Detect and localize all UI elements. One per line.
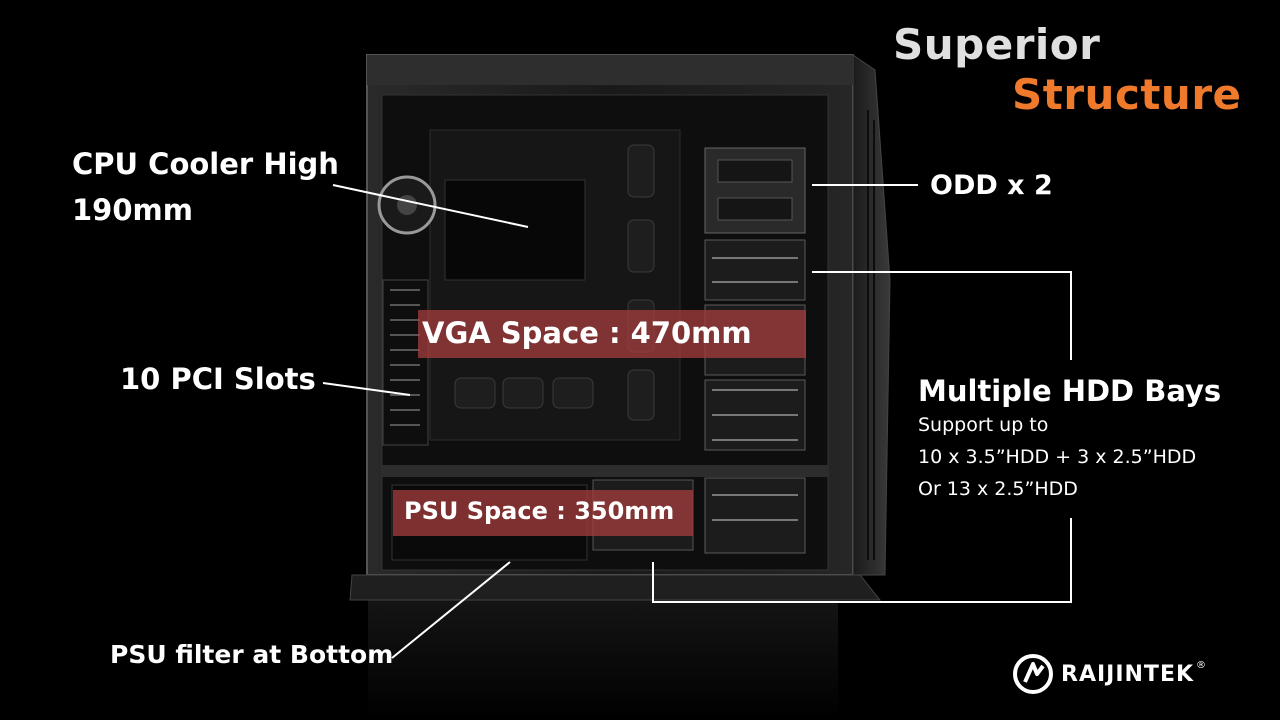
psu-space-highlight xyxy=(393,490,693,536)
odd-label: ODD x 2 xyxy=(930,170,1053,201)
cpu-callout-line xyxy=(332,184,529,228)
callout-lines xyxy=(322,184,1072,659)
hdd-bays-title: Multiple HDD Bays xyxy=(918,374,1222,408)
case-top-bar xyxy=(367,55,853,85)
psu-filter-callout-line xyxy=(391,561,511,659)
raijintek-logo-icon xyxy=(1013,654,1053,694)
brand-name: RAIJINTEK xyxy=(1061,661,1195,687)
hdd-support-line2: 10 x 3.5”HDD + 3 x 2.5”HDD xyxy=(918,446,1197,468)
hdd-cage xyxy=(704,239,806,554)
brand-registered-mark: ® xyxy=(1196,660,1207,671)
pci-bracket xyxy=(382,279,429,446)
hdd-callout-line-bottom xyxy=(652,518,1072,603)
hdd-support-line1: Support up to xyxy=(918,414,1049,436)
rear-fan-hub xyxy=(397,195,417,215)
cpu-cooler-label-line2: 190mm xyxy=(72,193,193,227)
psu-shroud xyxy=(382,465,828,477)
cable-grommets xyxy=(454,144,655,421)
vga-space-highlight xyxy=(418,310,806,358)
cpu-cutout xyxy=(444,179,586,281)
pci-callout-line xyxy=(322,382,411,396)
vga-space-label: VGA Space : 470mm xyxy=(422,316,752,350)
psu-space-label: PSU Space : 350mm xyxy=(404,497,675,525)
case-front-panel xyxy=(852,54,891,576)
headline-line1: Superior xyxy=(893,20,1101,69)
case-reflection xyxy=(368,600,838,720)
hdd-callout-line-top xyxy=(812,271,1072,360)
case-base xyxy=(349,574,882,601)
hdd-support-line3: Or 13 x 2.5”HDD xyxy=(918,478,1078,500)
psu-filter-label: PSU filter at Bottom xyxy=(110,640,394,669)
brand-logo: RAIJINTEK ® xyxy=(1013,652,1206,696)
headline-line2: Structure xyxy=(1012,70,1242,119)
cpu-cooler-label-line1: CPU Cooler High xyxy=(72,147,339,181)
hdd-trays xyxy=(712,257,798,521)
pci-slots-label: 10 PCI Slots xyxy=(120,362,316,396)
